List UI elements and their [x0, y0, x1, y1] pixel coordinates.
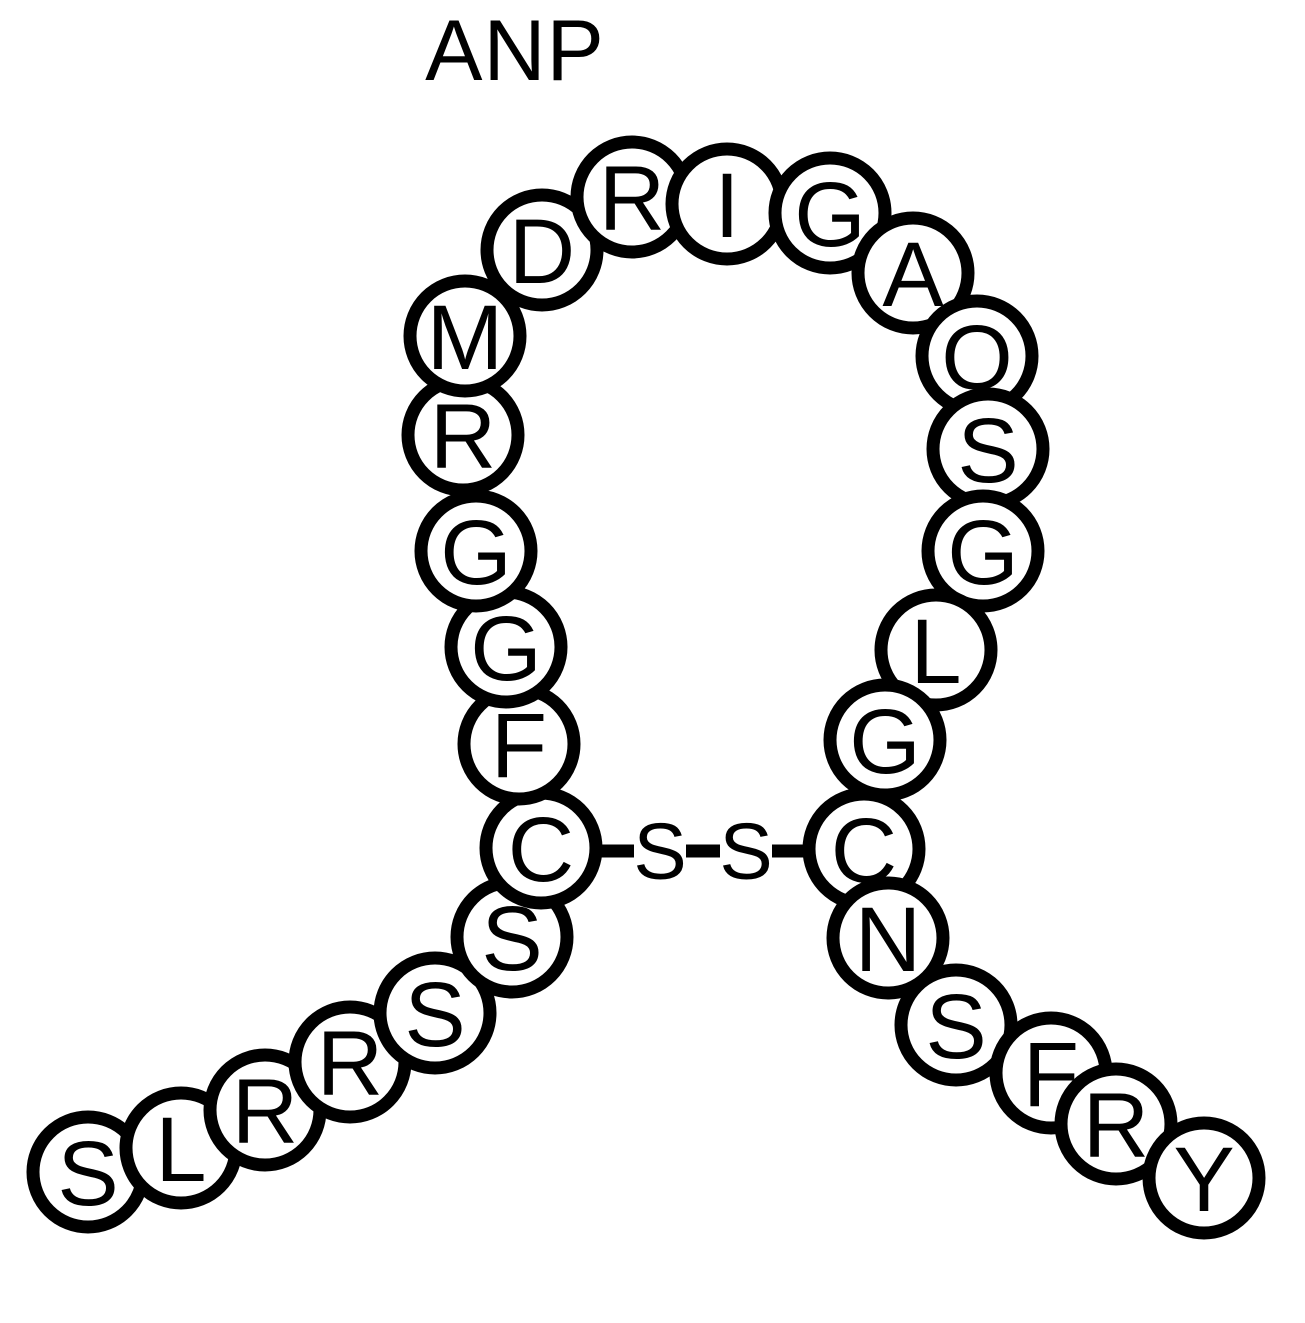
residue-letter: I — [714, 155, 740, 257]
residue-circle — [480, 188, 604, 312]
residue-bead-i-15: I — [665, 142, 789, 266]
residue-letter: Y — [1173, 1129, 1234, 1231]
residue-letter: L — [155, 1099, 206, 1201]
residue-bead-r-14: R — [570, 135, 694, 259]
residue-letter: S — [404, 964, 465, 1066]
residue-circle — [851, 211, 975, 335]
residue-letter: R — [232, 1061, 298, 1163]
residue-bead-n-24: N — [826, 876, 950, 1000]
residue-bead-g-22: G — [823, 678, 947, 802]
residue-bead-r-11: R — [401, 373, 525, 497]
residue-bead-l-21: L — [874, 588, 998, 712]
residue-bead-s-25: S — [894, 963, 1018, 1087]
disulfide-bridge-group: S S — [596, 807, 810, 896]
residue-letter: L — [910, 601, 961, 703]
residue-bead-s-19: S — [926, 387, 1050, 511]
residue-letter: R — [599, 148, 665, 250]
residue-circle — [894, 963, 1018, 1087]
residue-circle — [921, 489, 1045, 613]
residue-circle — [373, 951, 497, 1075]
residue-circle — [414, 489, 538, 613]
residue-bead-g-10: G — [414, 489, 538, 613]
residue-letter: S — [925, 976, 986, 1078]
residue-letter: S — [57, 1123, 118, 1225]
residue-letter: F — [491, 695, 547, 797]
residue-letter: G — [440, 502, 512, 604]
residue-bead-s-5: S — [373, 951, 497, 1075]
residue-letter: G — [470, 598, 542, 700]
residue-bead-q-18: Q — [915, 294, 1039, 418]
residue-letter: R — [430, 386, 496, 488]
residue-letter: D — [509, 201, 575, 303]
bridge-sulfur-right-label: S — [719, 807, 772, 896]
residue-bead-d-13: D — [480, 188, 604, 312]
residue-bead-g-20: G — [921, 489, 1045, 613]
residue-letter: M — [427, 287, 504, 389]
residue-bead-a-17: A — [851, 211, 975, 335]
residue-bead-g-16: G — [768, 151, 892, 275]
residue-bead-r-27: R — [1054, 1062, 1178, 1186]
residue-letter: R — [317, 1013, 383, 1115]
page-title: ANP — [425, 3, 605, 99]
bridge-sulfur-left-label: S — [633, 807, 686, 896]
residue-bead-m-12: M — [403, 274, 527, 398]
residue-circle — [1142, 1116, 1266, 1240]
residue-letter: G — [794, 164, 866, 266]
residue-bead-y-28: Y — [1142, 1116, 1266, 1240]
residue-circle — [874, 588, 998, 712]
residue-letter: A — [882, 224, 944, 326]
residue-letter: C — [508, 799, 574, 901]
residue-letter: S — [957, 400, 1018, 502]
residue-circle — [1054, 1062, 1178, 1186]
residue-letter: R — [1083, 1075, 1149, 1177]
residue-letter: N — [855, 889, 921, 991]
residue-bead-s-1: S — [26, 1110, 150, 1234]
residue-bead-c-7: C — [479, 786, 603, 910]
residue-circle — [826, 876, 950, 1000]
residue-circle — [403, 274, 527, 398]
residue-letter: G — [947, 502, 1019, 604]
residue-circle — [768, 151, 892, 275]
residue-letter: G — [849, 691, 921, 793]
